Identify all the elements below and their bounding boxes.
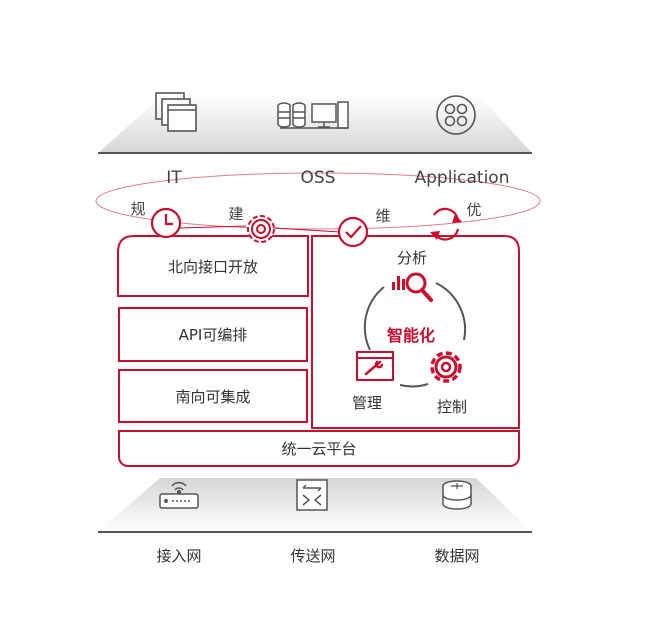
lifecycle-connector [274,227,341,233]
apps-icon [436,95,476,135]
servers-icon [277,101,349,129]
transport-icon [296,479,328,511]
cycle-arc [363,286,385,351]
control-label: 控制 [436,398,468,416]
south-integration-label: 南向可集成 [175,387,251,406]
lifecycle-plan-label: 规 [130,200,146,218]
north-interface-label: 北向接口开放 [167,257,258,276]
lifecycle-maintain-label: 维 [375,207,391,225]
north-box-outline [117,235,309,297]
cycle-arc [399,383,429,388]
analyze-label: 分析 [396,249,428,267]
transport-network-label: 传送网 [290,547,336,565]
unified-cloud-platform-label: 统一云平台 [281,440,357,458]
cycle-arc [435,282,467,341]
unified-cloud-platform: 统一云平台 [118,430,520,467]
data-network-label: 数据网 [434,547,480,565]
check-icon [337,216,369,248]
intelligence-title: 智能化 [386,326,436,345]
manage-icon [356,351,394,381]
north-interface-box: 北向接口开放 [118,236,308,296]
manage-label: 管理 [351,394,383,412]
gear-icon [247,215,275,243]
lifecycle-connector [179,225,247,229]
top-item-oss-label: OSS [300,168,336,188]
api-orchestration-box: API可编排 [118,307,308,362]
windows-icon [155,92,197,132]
router-icon [159,481,199,509]
control-gear-icon [430,351,462,383]
lifecycle-ring [95,172,541,230]
refresh-icon [430,207,462,241]
south-integration-box: 南向可集成 [118,369,308,423]
api-orchestration-label: API可编排 [178,326,248,344]
database-icon [442,480,472,510]
lifecycle-optimize-label: 优 [466,201,482,219]
top-item-it-label: IT [166,168,182,188]
lifecycle-build-label: 建 [228,205,244,223]
clock-icon [150,207,182,239]
top-layer-platform [98,96,532,153]
top-item-application-label: Application [414,168,510,188]
analysis-icon [392,272,433,302]
access-network-label: 接入网 [156,547,202,565]
